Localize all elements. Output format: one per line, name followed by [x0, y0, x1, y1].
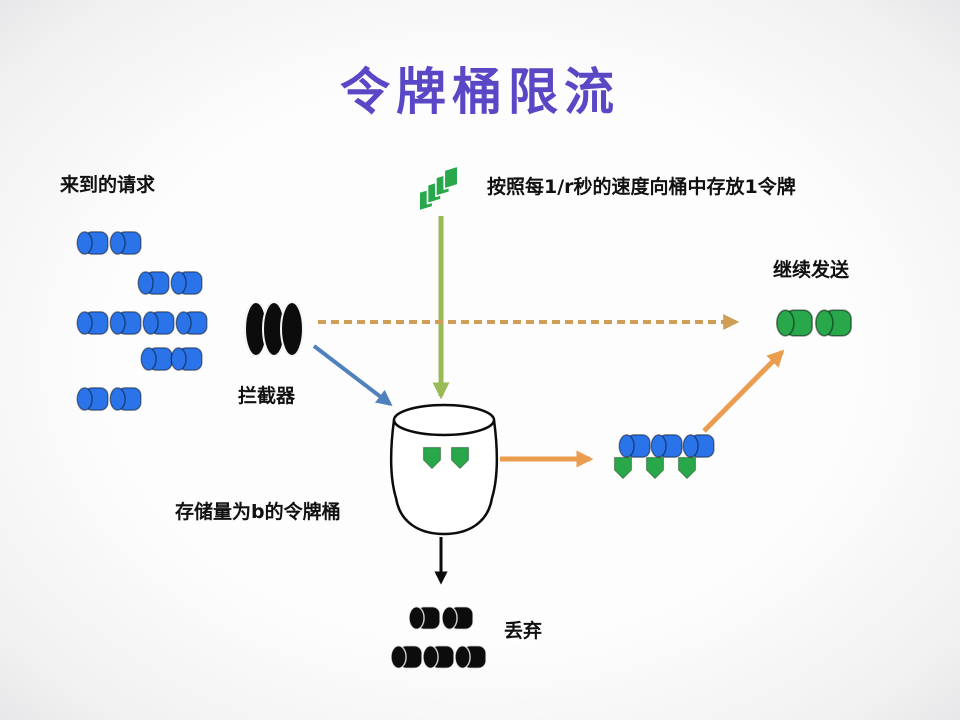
discarded-cylinder [408, 605, 441, 631]
token-badge [613, 456, 633, 480]
label-bucket: 存储量为b的令牌桶 [175, 501, 341, 523]
request-cylinder [142, 311, 175, 335]
request-cylinder [140, 347, 173, 371]
token-badge [645, 456, 665, 480]
label-incoming-requests: 来到的请求 [60, 174, 156, 196]
sent-cylinders [775, 309, 852, 337]
label-token-rate: 按照每1/r秒的速度向桶中存放1令牌 [487, 176, 796, 198]
send-arrow [702, 349, 785, 433]
request-cylinder [109, 231, 142, 255]
request-cylinder [682, 434, 715, 458]
request-cylinder [170, 271, 203, 295]
discarded-cylinders [390, 605, 487, 670]
request-cylinder [109, 387, 142, 411]
request-cylinder [650, 434, 683, 458]
request-cylinder [76, 311, 109, 335]
token-badge [677, 456, 697, 480]
request-cylinder [76, 387, 109, 411]
request-cylinder [109, 311, 142, 335]
interceptor-to-bucket-arrow [312, 344, 393, 406]
incoming-requests-cylinders [76, 231, 208, 411]
discarded-cylinder [454, 644, 487, 670]
discarded-cylinder [422, 644, 455, 670]
sent-cylinder [814, 309, 852, 337]
discarded-cylinder [441, 605, 474, 631]
request-cylinder [618, 434, 651, 458]
diagram-title: 令牌桶限流 [340, 63, 620, 121]
discarded-cylinder [390, 644, 423, 670]
label-interceptor: 拦截器 [238, 385, 296, 407]
label-discard: 丢弃 [504, 620, 543, 642]
sent-cylinder [775, 309, 813, 337]
bucket-shape [389, 403, 499, 536]
request-cylinder [175, 311, 208, 335]
request-cylinder [76, 231, 109, 255]
label-continue-send: 继续发送 [773, 259, 850, 281]
token-stack-icon [418, 166, 459, 212]
request-cylinder [170, 347, 203, 371]
request-cylinder [137, 271, 170, 295]
tokenized-requests [613, 434, 715, 480]
interceptor-icon [244, 301, 304, 357]
